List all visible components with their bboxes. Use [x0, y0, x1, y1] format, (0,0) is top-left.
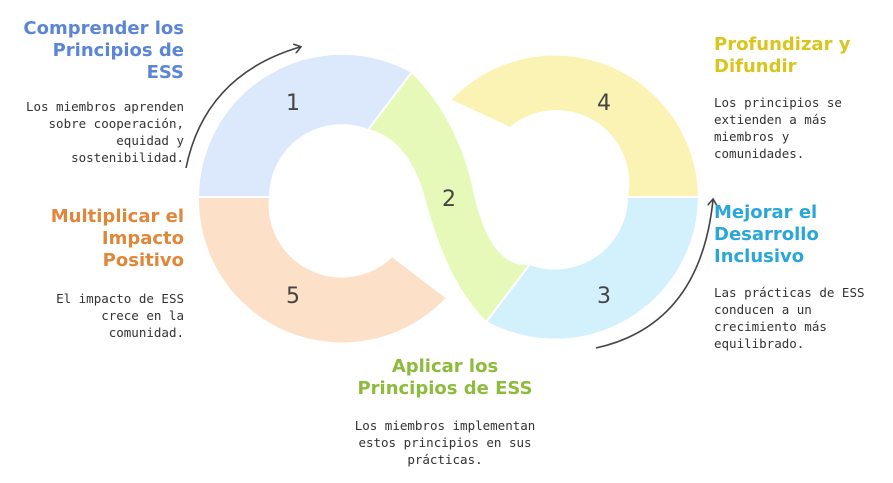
step-4-title-line: Difundir	[714, 56, 797, 77]
step-3-label: Mejorar el Desarrollo Inclusivo Las prác…	[714, 202, 889, 352]
segment-5-number: 5	[286, 284, 300, 309]
step-1-title: Comprender los Principios de ESS	[0, 18, 184, 84]
step-2-label: Aplicar los Principios de ESS Los miembr…	[320, 356, 570, 468]
step-5-label: Multiplicar el Impacto Positivo El impac…	[0, 206, 184, 341]
step-4-description-line: miembros y	[714, 129, 790, 144]
step-5-title-line: Positivo	[102, 250, 184, 271]
segment-2-number: 2	[442, 187, 456, 212]
segment-3	[484, 196, 701, 341]
step-3-description-line: crecimiento más	[714, 319, 827, 334]
step-2-description: Los miembros implementan estos principio…	[320, 417, 570, 468]
step-1-label: Comprender los Principios de ESS Los mie…	[0, 18, 184, 166]
step-4-description: Los principios se extienden a más miembr…	[714, 94, 889, 162]
step-4-label: Profundizar y Difundir Los principios se…	[714, 34, 889, 162]
segment-3-number: 3	[597, 284, 611, 309]
segment-1-number: 1	[286, 91, 300, 116]
step-4-description-line: extienden a más	[714, 112, 827, 127]
step-4-description-line: comunidades.	[714, 146, 805, 161]
step-2-description-line: Los miembros implementan	[354, 418, 536, 433]
step-3-description-line: Las prácticas de ESS	[714, 285, 865, 300]
step-1-title-line: Comprender los	[23, 18, 184, 39]
arrow-left	[185, 47, 300, 169]
step-5-description-line: comunidad.	[108, 325, 184, 340]
step-2-description-line: estos principios en sus	[358, 435, 532, 450]
segment-5	[196, 196, 449, 345]
step-2-title-line: Aplicar los	[391, 356, 499, 377]
step-5-description: El impacto de ESS crece en la comunidad.	[0, 290, 184, 341]
step-5-description-line: crece en la	[101, 308, 184, 323]
step-4-title-line: Profundizar y	[714, 34, 851, 55]
step-1-description-line: sostenibilidad.	[71, 150, 184, 165]
segment-4-number: 4	[597, 91, 611, 116]
step-1-title-line: ESS	[146, 62, 184, 83]
arrow-right	[595, 200, 713, 349]
step-1-description-line: Los miembros aprenden	[25, 99, 184, 114]
step-3-description-line: conducen a un	[714, 302, 812, 317]
step-2-title: Aplicar los Principios de ESS	[320, 356, 570, 400]
step-1-title-line: Principios de	[52, 40, 184, 61]
step-5-title: Multiplicar el Impacto Positivo	[0, 206, 184, 272]
step-5-title-line: Impacto	[101, 228, 184, 249]
step-3-description: Las prácticas de ESS conducen a un creci…	[714, 284, 889, 352]
step-3-title: Mejorar el Desarrollo Inclusivo	[714, 202, 889, 268]
step-5-description-line: El impacto de ESS	[56, 291, 184, 306]
step-1-description-line: sobre cooperación,	[48, 116, 184, 131]
segment-2	[366, 70, 533, 324]
step-3-title-line: Inclusivo	[714, 246, 805, 267]
segment-1	[196, 52, 414, 198]
step-3-title-line: Mejorar el	[714, 202, 818, 223]
step-1-description-line: equidad y	[116, 133, 184, 148]
step-2-description-line: prácticas.	[407, 452, 483, 467]
step-3-description-line: equilibrado.	[714, 336, 805, 351]
step-1-description: Los miembros aprenden sobre cooperación,…	[0, 98, 184, 166]
step-5-title-line: Multiplicar el	[50, 206, 184, 227]
step-4-description-line: Los principios se	[714, 95, 842, 110]
segment-4	[448, 53, 701, 198]
step-2-title-line: Principios de ESS	[357, 378, 533, 399]
step-3-title-line: Desarrollo	[714, 224, 819, 245]
step-4-title: Profundizar y Difundir	[714, 34, 889, 78]
